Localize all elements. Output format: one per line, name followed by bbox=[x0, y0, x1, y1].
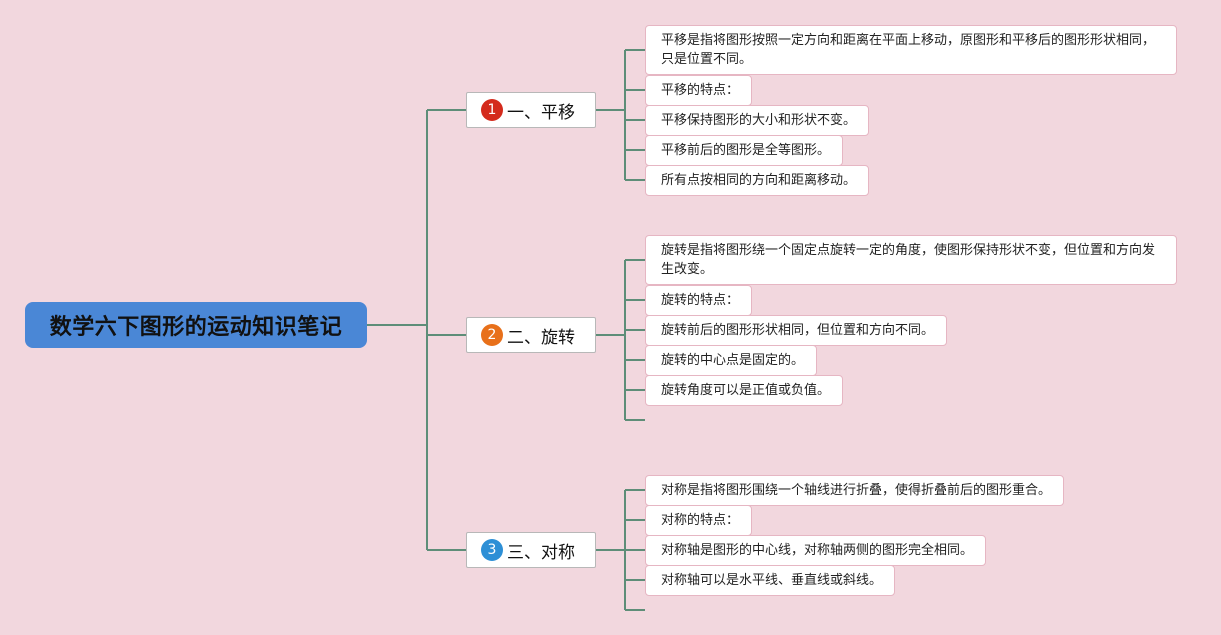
leaf-translation-definition[interactable]: 平移是指将图形按照一定方向和距离在平面上移动，原图形和平移后的图形形状相同，只是… bbox=[645, 25, 1177, 75]
leaf-rotation-definition[interactable]: 旋转是指将图形绕一个固定点旋转一定的角度，使图形保持形状不变，但位置和方向发生改… bbox=[645, 235, 1177, 285]
leaf-rotation-feature-3[interactable]: 旋转角度可以是正值或负值。 bbox=[645, 375, 844, 406]
leaf-translation-feature-2[interactable]: 平移前后的图形是全等图形。 bbox=[645, 135, 844, 166]
branch-label: 一、平移 bbox=[507, 102, 575, 123]
branch-rotation[interactable]: 2 二、旋转 bbox=[466, 317, 596, 353]
number-3-icon: 3 bbox=[481, 539, 503, 561]
leaf-translation-features[interactable]: 平移的特点： bbox=[645, 75, 753, 106]
root-topic[interactable]: 数学六下图形的运动知识笔记 bbox=[25, 302, 367, 348]
leaf-symmetry-feature-2[interactable]: 对称轴可以是水平线、垂直线或斜线。 bbox=[645, 565, 896, 596]
branch-symmetry[interactable]: 3 三、对称 bbox=[466, 532, 596, 568]
leaf-symmetry-features[interactable]: 对称的特点： bbox=[645, 505, 753, 536]
branch-label: 三、对称 bbox=[507, 542, 575, 563]
leaf-symmetry-feature-1[interactable]: 对称轴是图形的中心线，对称轴两侧的图形完全相同。 bbox=[645, 535, 987, 566]
branch-label: 二、旋转 bbox=[507, 327, 575, 348]
leaf-translation-feature-3[interactable]: 所有点按相同的方向和距离移动。 bbox=[645, 165, 870, 196]
branch-translation[interactable]: 1 一、平移 bbox=[466, 92, 596, 128]
leaf-rotation-feature-2[interactable]: 旋转的中心点是固定的。 bbox=[645, 345, 818, 376]
number-2-icon: 2 bbox=[481, 324, 503, 346]
leaf-symmetry-definition[interactable]: 对称是指将图形围绕一个轴线进行折叠，使得折叠前后的图形重合。 bbox=[645, 475, 1065, 506]
number-1-icon: 1 bbox=[481, 99, 503, 121]
leaf-rotation-features[interactable]: 旋转的特点： bbox=[645, 285, 753, 316]
leaf-rotation-feature-1[interactable]: 旋转前后的图形形状相同，但位置和方向不同。 bbox=[645, 315, 948, 346]
leaf-translation-feature-1[interactable]: 平移保持图形的大小和形状不变。 bbox=[645, 105, 870, 136]
